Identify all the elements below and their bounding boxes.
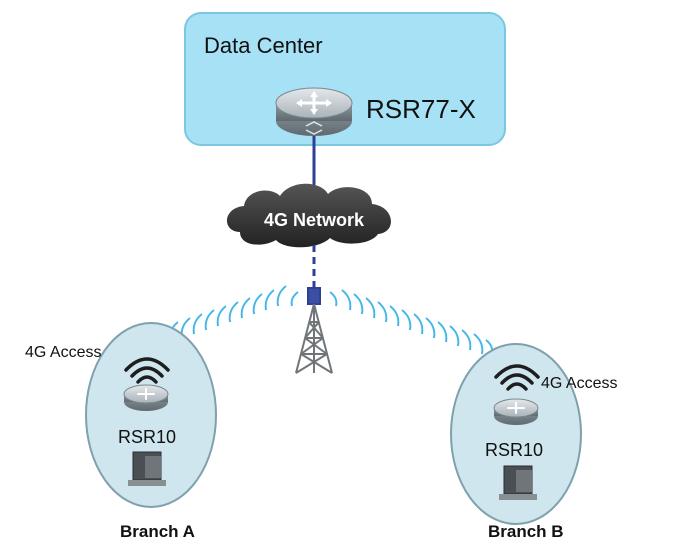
branch-a-router-icon <box>123 384 169 411</box>
branch-b-router-name: RSR10 <box>485 440 543 460</box>
branch-a-router-name: RSR10 <box>118 427 176 447</box>
branch-b-computer-icon <box>499 465 537 500</box>
branch-b: RSR10 4G Access Branch B <box>450 343 617 541</box>
data-center-panel: Data Center RSR77-X <box>184 12 506 146</box>
branch-a-access-label: 4G Access <box>25 344 101 361</box>
signal-waves-right <box>329 289 494 357</box>
core-router-name: RSR77-X <box>366 94 476 124</box>
branch-b-wifi-icon <box>494 364 540 391</box>
4g-network-cloud: 4G Network <box>226 183 391 248</box>
branch-b-access-label: 4G Access <box>541 375 617 392</box>
core-router-icon <box>275 87 353 136</box>
branch-a-wifi-icon <box>124 357 170 384</box>
branch-a: RSR10 4G Access Branch A <box>25 322 217 541</box>
branch-b-site <box>450 343 582 525</box>
branch-b-router-icon <box>493 398 539 425</box>
branch-b-caption: Branch B <box>488 522 564 541</box>
branch-a-site <box>85 322 217 508</box>
cell-tower-icon <box>295 287 333 374</box>
branch-a-caption: Branch A <box>120 522 195 541</box>
branch-a-computer-icon <box>128 451 166 486</box>
data-center-label: Data Center <box>204 33 323 58</box>
network-label: 4G Network <box>264 210 365 230</box>
